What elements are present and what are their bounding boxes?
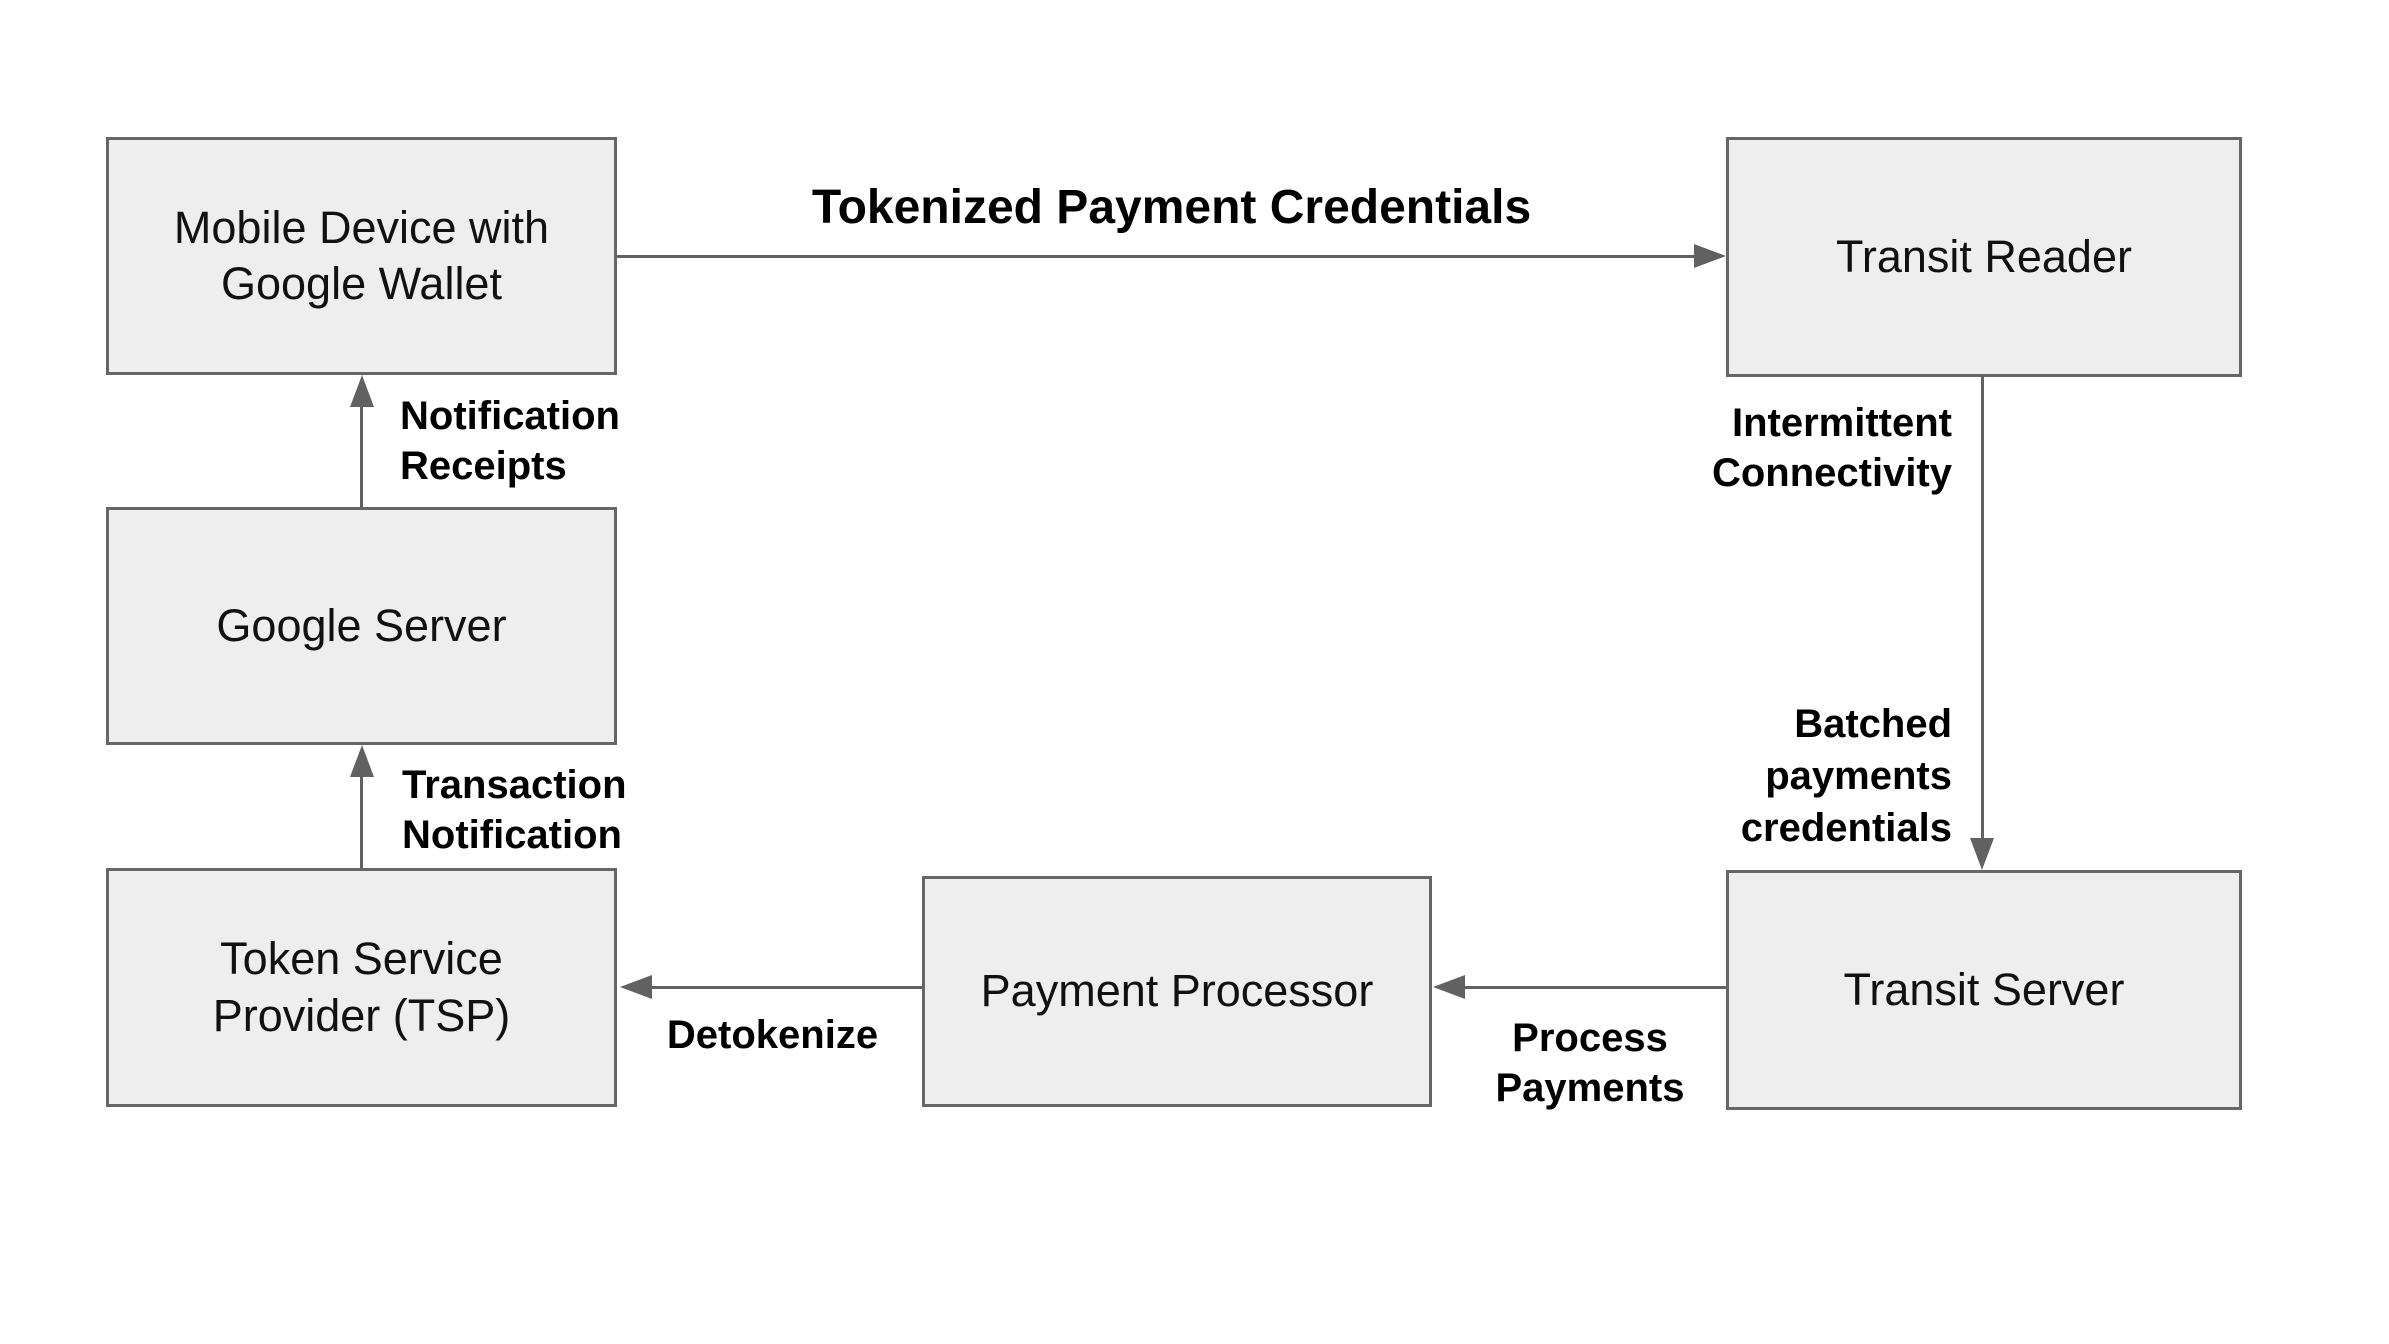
edge-process-payments-line	[1465, 986, 1726, 989]
node-payment-processor: Payment Processor	[922, 876, 1432, 1107]
edge-label-detokenize: Detokenize	[666, 1013, 879, 1057]
edge-detokenize-line	[652, 986, 922, 989]
edge-transaction-notification-line	[360, 777, 363, 868]
edge-notification-receipts-line	[360, 407, 363, 507]
node-transit-reader: Transit Reader	[1726, 137, 2242, 377]
edge-label-notification-receipts: Notification Receipts	[400, 394, 620, 488]
edge-reader-to-server-line	[1981, 377, 1984, 839]
arrowhead-left-icon	[620, 975, 652, 999]
edge-label-process-payments: Process Payments	[1495, 1016, 1685, 1110]
edge-label-batched-payments-credentials: Batched payments credentials	[1740, 702, 1952, 850]
arrowhead-right-icon	[1694, 244, 1726, 268]
node-transit-server: Transit Server	[1726, 870, 2242, 1110]
arrowhead-down-icon	[1970, 838, 1994, 870]
node-google-server: Google Server	[106, 507, 617, 745]
node-token-service-provider: Token Service Provider (TSP)	[106, 868, 617, 1107]
edge-tokenized-line	[617, 255, 1699, 258]
arrowhead-up-icon	[350, 375, 374, 407]
arrowhead-up-icon	[350, 745, 374, 777]
edge-label-intermittent-connectivity: Intermittent Connectivity	[1711, 401, 1952, 495]
edge-label-tokenized-payment-credentials: Tokenized Payment Credentials	[811, 181, 1532, 234]
node-mobile-device-google-wallet: Mobile Device with Google Wallet	[106, 137, 617, 375]
edge-label-transaction-notification: Transaction Notification	[402, 763, 627, 857]
arrowhead-left-icon	[1433, 975, 1465, 999]
